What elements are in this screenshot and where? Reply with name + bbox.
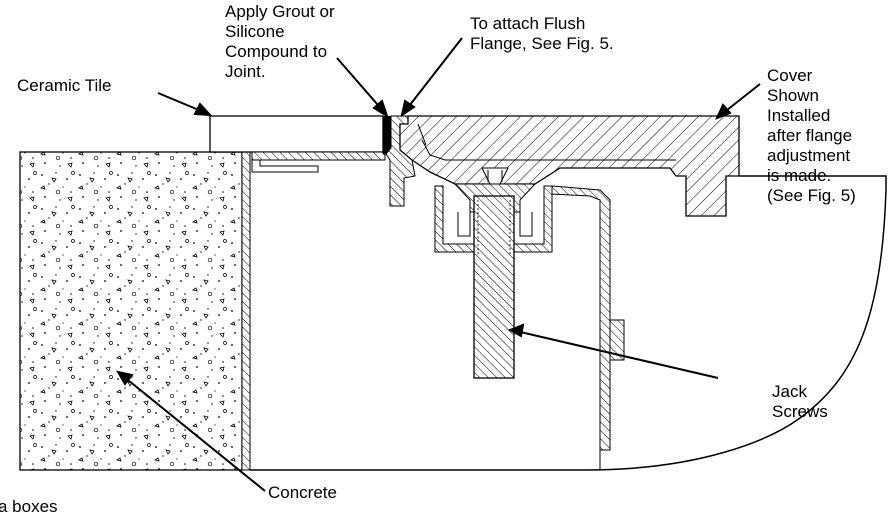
ceramic-tile	[209, 115, 384, 153]
cut-off-caption: a boxes	[0, 497, 58, 516]
cover-label: Cover Shown Installed after flange adjus…	[767, 66, 856, 205]
leader-arrows	[115, 37, 761, 492]
grout-joint	[383, 116, 391, 154]
right-bracket	[551, 185, 611, 451]
concrete-label: Concrete	[268, 483, 337, 502]
concrete-slab	[19, 151, 243, 471]
cover-plate	[399, 115, 740, 217]
flush-flange-label: To attach Flush Flange, See Fig. 5.	[470, 14, 614, 53]
grout-label: Apply Grout or Silicone Compound to Join…	[225, 2, 335, 81]
cover-inner-line-2	[417, 123, 427, 146]
flange-lip	[251, 160, 319, 173]
inner-bracket-left	[457, 212, 471, 237]
box-body-outline	[250, 175, 887, 471]
cover-inner-line	[421, 139, 676, 161]
box-side-wall	[241, 151, 251, 471]
flange-strip	[251, 151, 386, 161]
jack-screws-label: Jack Screws	[772, 382, 828, 421]
ceramic-tile-label: Ceramic Tile	[17, 76, 112, 95]
bracket-tab	[609, 319, 625, 361]
inner-bracket-right	[519, 212, 533, 237]
jack-screw-shaft	[473, 195, 515, 379]
